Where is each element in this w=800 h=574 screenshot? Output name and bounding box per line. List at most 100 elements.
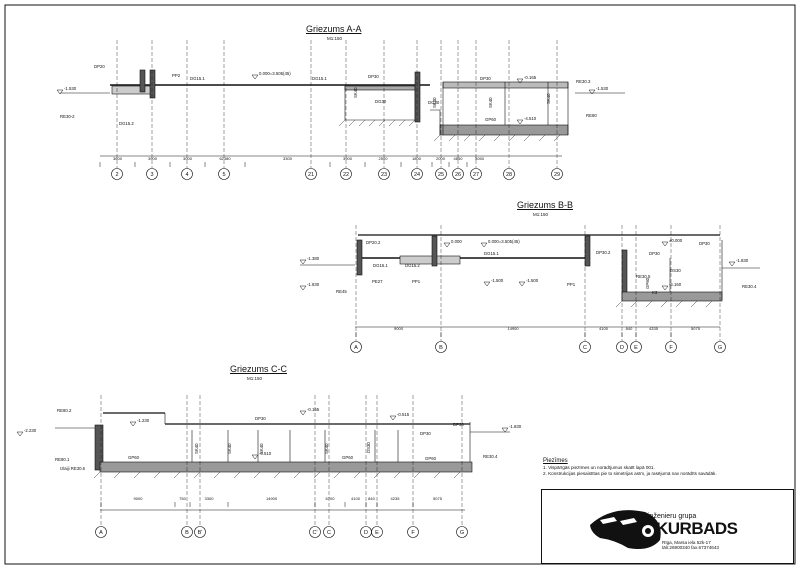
level-marker: [299, 410, 307, 416]
dimension-label: 9000: [134, 496, 144, 501]
axis-bubble: [340, 168, 352, 180]
element-label: DS30: [366, 442, 371, 453]
dimension-label: 4100: [351, 496, 361, 501]
level-label: -1.830: [509, 424, 522, 429]
axis-bubble: [305, 168, 317, 180]
element-label: RE80: [586, 113, 597, 118]
note-item: 2. Konstrukcijas piesaistītas pie to sim…: [543, 471, 717, 476]
level-marker: [389, 415, 397, 421]
axis-bubble: [452, 168, 464, 180]
element-label: DG15.1: [190, 76, 205, 81]
axis-label: B: [439, 345, 443, 351]
level-marker: [480, 242, 488, 248]
axis-label: D: [364, 530, 368, 536]
axis-bubble: [456, 526, 468, 538]
level-label: ±0.000: [669, 238, 683, 243]
level-marker: [661, 241, 669, 247]
axis-bubble: [194, 526, 206, 538]
axis-label: B': [198, 530, 203, 536]
dimension-label: 3900: [148, 156, 158, 161]
element-label: SK40: [227, 443, 232, 454]
element-label: DG15.2: [405, 263, 420, 268]
element-label: GP60: [645, 277, 650, 289]
level-marker: [518, 281, 526, 287]
notes-title: Piezīmes: [543, 458, 568, 464]
level-label: -0.165: [307, 407, 320, 412]
element-label: SK40: [324, 443, 329, 454]
dimension-label: 9000: [394, 326, 404, 331]
company-address: Rīga, Marsa iela 52k-17 tālr.26900340 fa…: [662, 540, 719, 550]
element-label: PP1: [412, 279, 421, 284]
axis-label: D: [620, 345, 624, 351]
section-a-scale: M1:150: [327, 36, 343, 41]
axis-label: 4: [185, 172, 188, 178]
element-label: RE45: [336, 289, 347, 294]
section-a-title: Griezums A-A: [306, 24, 362, 34]
level-marker: [56, 89, 64, 95]
axis-bubble: [181, 168, 193, 180]
axis-label: A: [354, 345, 358, 351]
element-label: DP30: [420, 431, 431, 436]
element-label: PP1: [567, 282, 576, 287]
level-marker: [251, 74, 259, 80]
level-marker: [251, 454, 259, 460]
level-label: -1.380: [307, 256, 320, 261]
axis-label: 3: [150, 172, 153, 178]
axis-label: 24: [414, 172, 420, 178]
element-label: RE80.1: [55, 457, 70, 462]
level-label: -4.510: [259, 451, 272, 456]
element-label: SK40: [353, 87, 358, 98]
element-label: SK40: [259, 443, 264, 454]
note-item: 1. Vispārīgās piezīmes un norādījumus sk…: [543, 465, 655, 470]
axis-bubble: [95, 526, 107, 538]
dimension-label: 14900: [266, 496, 278, 501]
axis-label: 29: [554, 172, 560, 178]
level-label: -1.830: [307, 282, 320, 287]
axis-label: 5: [222, 172, 225, 178]
element-label: DP30: [649, 251, 660, 256]
dimension-label: 5075: [433, 496, 443, 501]
axis-bubble: [435, 168, 447, 180]
axis-bubble: [411, 168, 423, 180]
level-label: -1.500: [491, 278, 504, 283]
dimension-label: 2500: [379, 156, 389, 161]
element-label: RE30-2: [60, 114, 75, 119]
level-label: -1.830: [736, 258, 749, 263]
company-brand: KURBADS: [656, 519, 738, 538]
axis-label: 28: [506, 172, 512, 178]
dimension-label: 4235: [391, 496, 401, 501]
axis-label: F: [411, 530, 415, 536]
level-marker: [516, 78, 524, 84]
level-label: -0.515: [397, 412, 410, 417]
axis-label: 22: [343, 172, 349, 178]
dimension-label: 3300: [205, 496, 215, 501]
level-marker: [728, 261, 736, 267]
axis-label: C': [312, 530, 317, 536]
axis-bubble: [111, 168, 123, 180]
element-label: DP30: [480, 76, 491, 81]
element-label: DS30: [670, 268, 681, 273]
dimension-label: 3900: [343, 156, 353, 161]
level-marker: [443, 242, 451, 248]
element-label: RE30.4: [483, 454, 498, 459]
axis-label: 21: [308, 172, 314, 178]
element-label: DG15.1: [373, 263, 388, 268]
axis-label: 26: [455, 172, 461, 178]
axis-bubble: [665, 341, 677, 353]
dimension-label: 5075: [691, 326, 701, 331]
section-c-scale: M1:150: [247, 376, 263, 381]
level-marker: [588, 89, 596, 95]
level-label: 0.000=3.505(45): [488, 239, 520, 244]
title-block: [541, 489, 794, 564]
dimension-label: 840: [626, 326, 633, 331]
element-label: RE80.2: [57, 408, 72, 413]
axis-label: C: [327, 530, 331, 536]
level-marker: [661, 285, 669, 291]
section-b-title: Griezums B-B: [517, 200, 574, 210]
level-label: -1.230: [137, 418, 150, 423]
dimension-label: 3600: [113, 156, 123, 161]
element-label: DP30: [453, 422, 464, 427]
